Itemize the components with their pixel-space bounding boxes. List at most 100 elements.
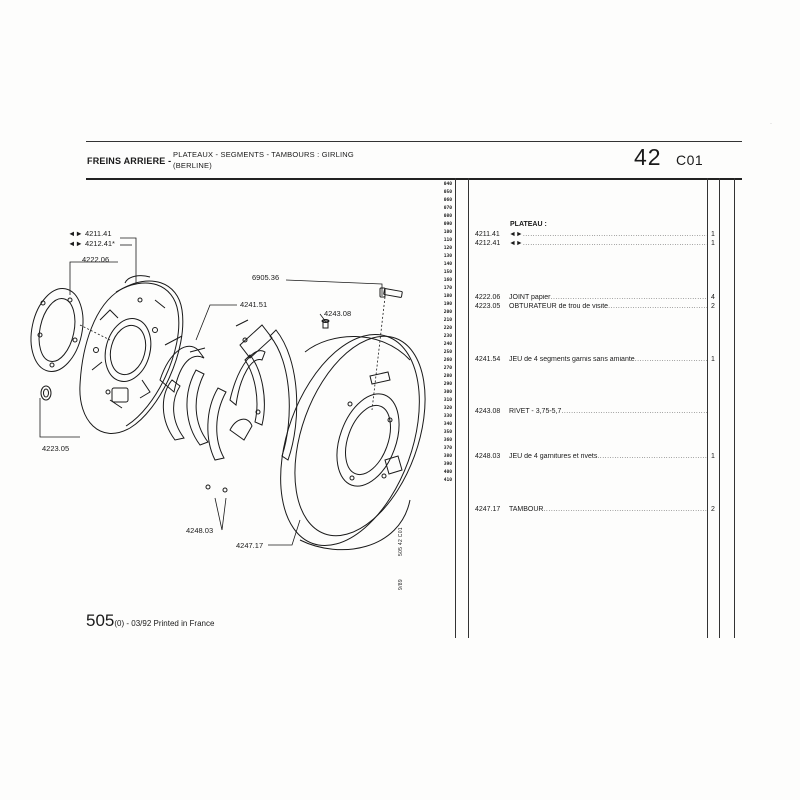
gasket-part [30,288,84,372]
corner-mark: · [770,121,772,127]
column-divider [468,178,469,638]
header-bottom-rule [86,178,742,180]
part-description: ◄► [509,231,523,238]
ref-number: 250 [443,350,452,355]
ref-number: 190 [443,302,452,307]
ref-number: 120 [443,246,452,251]
parts-group-heading: PLATEAU : [510,221,547,228]
section-title: FREINS ARRIERE - [87,156,172,166]
label-4247: 4247.17 [236,541,263,550]
inspection-plug-part [40,385,52,401]
part-quantity: 4 [711,294,715,301]
ref-number: 340 [443,422,452,427]
leader-dots: ........................................… [522,231,707,238]
ref-number: 350 [443,430,452,435]
brake-shoe-set-part [159,319,298,493]
leader-lines [39,237,386,546]
part-quantity: 1 [711,231,715,238]
ref-number: 260 [443,358,452,363]
footer-model: 505 [86,611,115,630]
ref-number: 380 [443,454,452,459]
ref-number: 110 [443,238,452,243]
leader-dots: ............................... [634,356,707,363]
part-description: OBTURATEUR de trou de visite [509,303,609,310]
label-4211: ◄► 4211.41 [68,229,112,238]
part-row[interactable]: 4241.54 JEU de 4 segments garnis sans ami… [475,356,707,363]
footer-print-info: (0) - 03/92 Printed in France [114,619,215,628]
part-row[interactable]: 4212.41 ◄►...............................… [475,240,707,247]
part-description: JOINT papier [509,294,551,301]
part-description: RIVET - 3,75-5,7 [509,408,562,415]
ref-number: 210 [443,318,452,323]
leader-dots: ........................................… [561,408,707,415]
ref-number: 360 [443,438,452,443]
leader-dots: ........................................… [550,294,708,301]
backing-plate-part [79,275,184,434]
column-divider [707,178,708,638]
ref-number: 060 [443,198,452,203]
part-code: 4211.41 [475,231,500,238]
screw-part [379,287,403,298]
part-quantity: 1 [711,356,715,363]
part-code: 4247.17 [475,506,501,513]
ref-number: 160 [443,278,452,283]
ref-number: 330 [443,414,452,419]
part-code: 4243.08 [475,408,501,415]
ref-number: 090 [443,222,452,227]
header-top-rule [86,141,742,142]
ref-number: 080 [443,214,452,219]
part-code: 4223.05 [475,303,501,310]
part-description: JEU de 4 garnitures et rivets [509,453,598,460]
part-description: TAMBOUR [509,506,544,513]
part-description: ◄► [509,240,523,247]
vertical-date: 9/89 [398,579,404,590]
label-6905: 6905.36 [252,273,279,282]
label-4212: ◄► 4212.41* [68,239,115,248]
label-4243: 4243.08 [324,309,351,318]
ref-number: 270 [443,366,452,371]
ref-number: 200 [443,310,452,315]
label-4223: 4223.05 [42,444,69,453]
ref-number: 410 [443,478,452,483]
ref-number: 050 [443,190,452,195]
part-quantity: 2 [711,303,715,310]
part-row[interactable]: 4211.41 ◄►...............................… [475,231,707,238]
part-code: 4222.06 [475,294,501,301]
ref-number: 140 [443,262,452,267]
part-quantity: 2 [711,506,715,513]
leader-dots: ........................................… [522,240,707,247]
ref-number: 370 [443,446,452,451]
ref-number: 220 [443,326,452,331]
ref-number: 130 [443,254,452,259]
column-divider [455,178,456,638]
part-code: 4212.41 [475,240,501,247]
ref-number: 390 [443,462,452,467]
ref-number: 170 [443,286,452,291]
ref-number: 040 [443,182,452,187]
part-code: 4248.03 [475,453,501,460]
page-number: 42 [634,144,662,170]
ref-number: 180 [443,294,452,299]
part-row[interactable]: 4243.08 RIVET - 3,75-5,7.................… [475,408,707,415]
page-code: C01 [676,152,704,168]
column-divider [719,178,720,638]
part-quantity: 1 [711,240,715,247]
part-code: 4241.54 [475,356,501,363]
section-subtitle-variant: (BERLINE) [173,161,212,170]
part-quantity: 1 [711,453,715,460]
part-row[interactable]: 4222.06 JOINT papier.....................… [475,294,707,301]
part-description: JEU de 4 segments garnis sans amiante [509,356,635,363]
ref-number: 310 [443,398,452,403]
ref-number: 400 [443,470,452,475]
ref-number: 300 [443,390,452,395]
ref-number: 150 [443,270,452,275]
ref-number: 100 [443,230,452,235]
ref-number: 070 [443,206,452,211]
page-footer: 505(0) - 03/92 Printed in France [86,611,214,631]
column-divider [734,178,735,638]
